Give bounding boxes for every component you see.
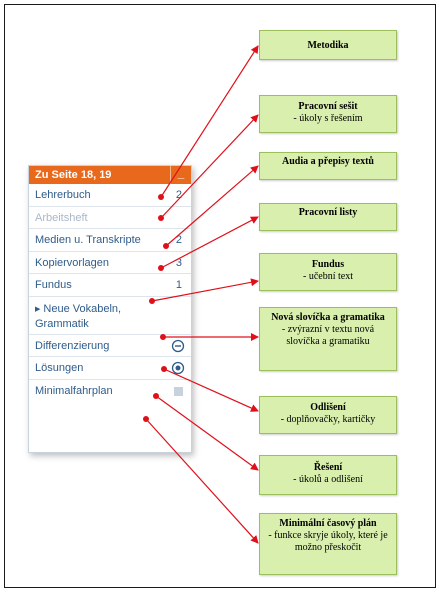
figure-frame xyxy=(4,4,436,588)
callout-desc: - úkoly s řešením xyxy=(293,113,363,124)
panel-item-neue-vokabeln[interactable]: ▶Neue Vokabeln, Grammatik xyxy=(29,297,191,335)
panel-header-label: Zu Seite 18, 19 xyxy=(35,169,112,181)
panel-item-differenzierung[interactable]: Differenzierung xyxy=(29,335,191,357)
callout-reseni: Řešení - úkolů a odlišení xyxy=(259,455,397,495)
callout-title: Audia a přepisy textů xyxy=(282,156,374,167)
callout-audia: Audia a přepisy textů xyxy=(259,152,397,180)
item-count: 3 xyxy=(175,256,182,269)
callout-title: Řešení xyxy=(313,462,343,473)
callout-metodika: Metodika xyxy=(259,30,397,60)
callout-desc: - doplňovačky, kartičky xyxy=(280,414,376,425)
callout-odliseni: Odlišení - doplňovačky, kartičky xyxy=(259,396,397,434)
item-label: Fundus xyxy=(35,279,72,291)
item-label: Arbeitsheft xyxy=(35,211,88,224)
callout-pracovni-sesit: Pracovní sešit - úkoly s řešením xyxy=(259,95,397,133)
callout-desc: - učební text xyxy=(303,271,353,282)
callout-desc: - funkce skryje úkoly, které je možno př… xyxy=(268,530,388,553)
callout-title: Pracovní listy xyxy=(298,207,358,218)
expand-triangle-icon[interactable]: ▶ xyxy=(35,305,41,313)
panel-item-fundus[interactable]: Fundus 1 xyxy=(29,274,191,297)
item-count: 2 xyxy=(175,189,182,201)
callout-title: Metodika xyxy=(307,40,349,51)
callout-nova-slovicka: Nová slovíčka a gramatika - zvýrazní v t… xyxy=(259,307,397,371)
panel-item-lehrerbuch[interactable]: Lehrerbuch 2 xyxy=(29,184,191,207)
item-label: Kopiervorlagen xyxy=(35,256,109,269)
callout-minimalni-plan: Minimální časový plán - funkce skryje úk… xyxy=(259,513,397,575)
item-label: Lehrerbuch xyxy=(35,189,91,201)
callout-pracovni-listy: Pracovní listy xyxy=(259,203,397,231)
callout-title: Fundus xyxy=(311,259,345,270)
panel-item-loesungen[interactable]: Lösungen xyxy=(29,357,191,380)
callout-desc: - úkolů a odlišení xyxy=(293,474,363,485)
callout-title: Nová slovíčka a gramatika xyxy=(271,312,385,323)
item-label: Minimalfahrplan xyxy=(35,384,113,397)
minus-circle-icon[interactable] xyxy=(171,339,185,353)
panel-header[interactable]: Zu Seite 18, 19 _ xyxy=(29,166,191,184)
panel-item-arbeitsheft[interactable]: Arbeitsheft xyxy=(29,207,191,229)
materials-panel: Zu Seite 18, 19 _ Lehrerbuch 2 Arbeitshe… xyxy=(28,165,192,453)
callout-desc: - zvýrazní v textu nová slovíčka a grama… xyxy=(281,324,375,347)
square-icon[interactable] xyxy=(171,384,185,398)
item-label: Medien u. Transkripte xyxy=(35,234,141,246)
item-label: Differenzierung xyxy=(35,339,110,352)
callout-title: Pracovní sešit xyxy=(298,101,358,112)
callout-title: Minimální časový plán xyxy=(279,518,377,529)
target-circle-icon[interactable] xyxy=(171,361,185,375)
panel-item-minimalfahrplan[interactable]: Minimalfahrplan xyxy=(29,380,191,403)
item-label: Lösungen xyxy=(35,362,84,374)
item-label: Neue Vokabeln, xyxy=(43,302,122,315)
item-count: 2 xyxy=(175,234,182,246)
callout-title: Odlišení xyxy=(310,402,346,413)
callout-fundus: Fundus - učební text xyxy=(259,253,397,291)
minimize-icon[interactable]: _ xyxy=(170,166,191,184)
item-label-line2: Grammatik xyxy=(35,317,89,330)
panel-item-medien[interactable]: Medien u. Transkripte 2 xyxy=(29,229,191,252)
item-count: 1 xyxy=(175,279,182,291)
panel-item-kopiervorlagen[interactable]: Kopiervorlagen 3 xyxy=(29,252,191,274)
